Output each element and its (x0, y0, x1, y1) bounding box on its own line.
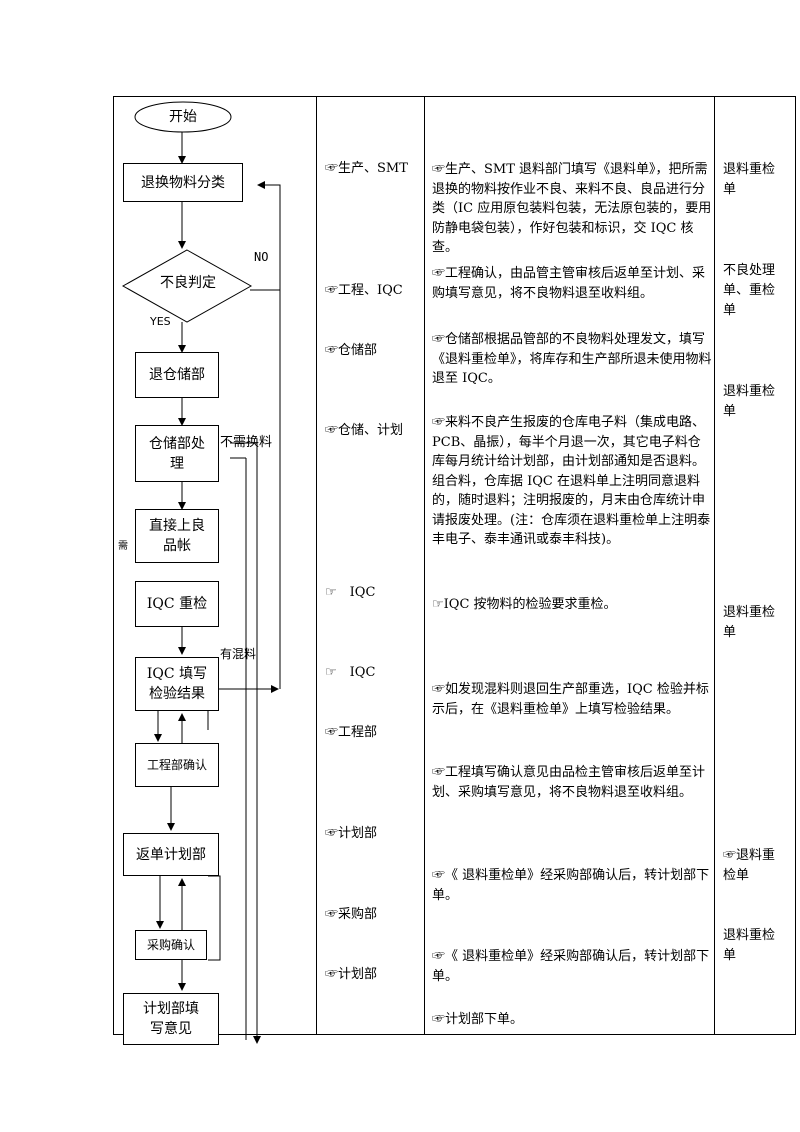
dept-row-2: ☞工程、IQC (325, 283, 403, 298)
form-row-9: 退料重检单 (723, 928, 776, 963)
desc-row-6: ☞如发现混料则退回生产部重选，IQC 检验并标示后，在《退料重检单》上填写检验结… (432, 682, 709, 717)
dept-row-5: ☞ IQC (325, 585, 376, 600)
form-row-1: 退料重检单 (723, 162, 776, 197)
line-purchase-bypass (208, 875, 221, 961)
mixed-label: 有混料 (220, 647, 257, 661)
yes-label: YES (150, 315, 171, 328)
warehouse-process-box: 仓储部处理 (135, 425, 219, 482)
dept-row-8: ☞计划部 (325, 826, 378, 841)
dept-row-3: ☞仓储部 (325, 343, 378, 358)
form-row-8: ☞退料重检单 (723, 848, 776, 883)
no-exchange-label: 不需换料 (220, 435, 273, 450)
iqc-recheck-box: IQC 重检 (135, 581, 219, 627)
classify-box: 退换物料分类 (123, 163, 243, 202)
desc-row-8: ☞《 退料重检单》经采购部确认后，转计划部下单。 (432, 868, 710, 903)
desc-row-5: ☞IQC 按物料的检验要求重检。 (432, 597, 617, 612)
column-divider-2 (424, 96, 425, 1034)
no-label: NO (254, 250, 269, 264)
return-plan-box: 返单计划部 (123, 833, 219, 876)
dept-row-7: ☞工程部 (325, 725, 378, 740)
arrow-no-exchange (230, 442, 261, 1044)
direct-good-box: 直接上良品帐 (135, 509, 219, 563)
start-ellipse (134, 101, 232, 133)
desc-row-1: ☞生产、SMT 退料部门填写《退料单》，把所需退换的物料按作业不良、来料不良、良… (432, 162, 712, 255)
dept-row-1: ☞生产、SMT (325, 161, 408, 176)
plan-fill-box: 计划部填写意见 (123, 993, 219, 1045)
arrow-no-loop (250, 181, 281, 291)
to-warehouse-box: 退仓储部 (135, 352, 219, 398)
desc-row-10: ☞计划部下单。 (432, 1012, 524, 1027)
start-label: 开始 (169, 109, 197, 125)
column-divider-1 (316, 96, 317, 1034)
dept-row-10: ☞计划部 (325, 967, 378, 982)
desc-row-2: ☞工程确认，由品管主管审核后返单至计划、采购填写意见，将不良物料退至收料组。 (432, 266, 706, 301)
judge-label: 不良判定 (160, 275, 216, 291)
form-row-5: 退料重检单 (723, 605, 776, 640)
desc-row-7: ☞工程填写确认意见由品检主管审核后返单至计划、采购填写意见，将不良物料退至收料组… (432, 765, 706, 800)
need-label: 需 (118, 541, 128, 552)
eng-confirm-box: 工程部确认 (135, 743, 219, 787)
dept-row-4: ☞仓储、计划 (325, 423, 404, 438)
dept-row-6: ☞ IQC (325, 665, 376, 680)
desc-row-3: ☞仓储部根据品管部的不良物料处理发文，填写《退料重检单》，将库存和生产部所退未使… (432, 332, 712, 386)
desc-row-4: ☞来料不良产生报废的仓库电子料（集成电路、PCB、晶振），每半个月退一次，其它电… (432, 415, 711, 547)
judge-diamond (121, 249, 253, 323)
column-divider-3 (714, 96, 715, 1034)
form-row-3: 退料重检单 (723, 384, 776, 419)
dept-row-9: ☞采购部 (325, 907, 378, 922)
desc-row-9: ☞《 退料重检单》经采购部确认后，转计划部下单。 (432, 949, 710, 984)
iqc-fill-box: IQC 填写检验结果 (135, 657, 219, 711)
table-frame (113, 96, 796, 1035)
purchase-confirm-box: 采购确认 (135, 930, 207, 960)
form-row-2: 不良处理单、重检单 (723, 263, 776, 318)
